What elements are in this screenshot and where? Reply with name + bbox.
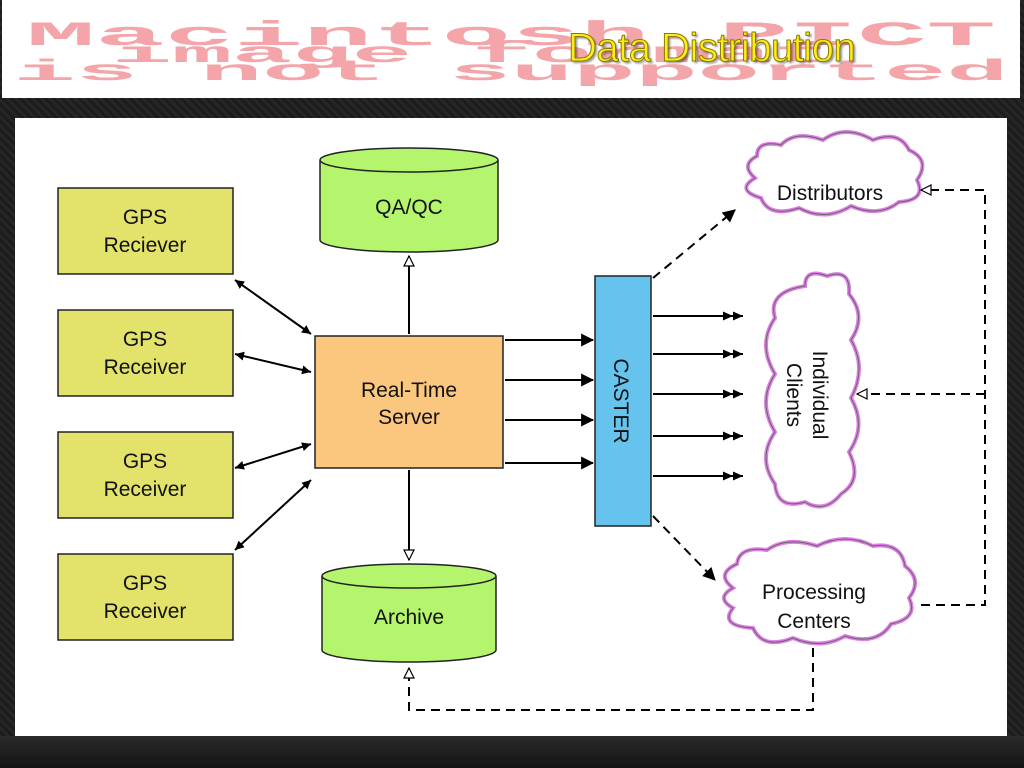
gps-receiver-3: GPS Receiver bbox=[57, 431, 234, 519]
clients-label-line-1: Individual bbox=[808, 351, 831, 440]
gps-receiver-4: GPS Receiver bbox=[57, 553, 234, 641]
distributors-label: Distributors bbox=[777, 182, 883, 205]
slide-title: Data Distribution bbox=[567, 26, 856, 71]
link-receiver-1 bbox=[234, 279, 312, 335]
receiver-server-links bbox=[234, 279, 312, 551]
gps-receiver-1-line-2: Reciever bbox=[104, 234, 187, 257]
caster-to-processing-link bbox=[652, 515, 716, 581]
gps-receiver-4-line-2: Receiver bbox=[104, 600, 187, 623]
header-panel: Macintosh PICT image format is not suppo… bbox=[2, 0, 1020, 98]
server-label-line-2: Server bbox=[378, 406, 440, 429]
data-distribution-diagram: GPS Reciever GPS Receiver GPS Receiver G… bbox=[57, 130, 986, 711]
distributors-cloud: Distributors bbox=[744, 130, 925, 217]
archive-database: Archive bbox=[321, 563, 497, 663]
gps-receiver-1: GPS Reciever bbox=[57, 187, 234, 275]
caster: CASTER bbox=[594, 275, 652, 527]
gps-receiver-2: GPS Receiver bbox=[57, 309, 234, 397]
gps-receiver-2-line-2: Receiver bbox=[104, 356, 187, 379]
pict-placeholder-line-1: Macintosh PICT bbox=[26, 18, 996, 56]
real-time-server: Real-Time Server bbox=[314, 335, 504, 469]
processing-label-line-2: Centers bbox=[777, 610, 851, 633]
pict-placeholder-line-2: image format bbox=[112, 38, 832, 72]
processing-centers-cloud: Processing Centers bbox=[722, 537, 917, 646]
gps-receiver-4-line-1: GPS bbox=[123, 572, 167, 595]
gps-receiver-2-line-1: GPS bbox=[123, 328, 167, 351]
pict-placeholder-line-3: is not supported bbox=[14, 56, 1009, 90]
link-receiver-2 bbox=[234, 351, 312, 375]
link-receiver-4 bbox=[234, 479, 312, 551]
link-receiver-3 bbox=[234, 442, 312, 470]
caster-label: CASTER bbox=[609, 358, 632, 443]
pict-placeholder-image: Macintosh PICT image format is not suppo… bbox=[14, 18, 1009, 90]
processing-label-line-1: Processing bbox=[762, 581, 866, 604]
qaqc-database: QA/QC bbox=[319, 147, 499, 253]
processing-to-archive-link bbox=[409, 648, 814, 711]
clients-label-line-2: Clients bbox=[782, 363, 805, 427]
server-caster-links bbox=[505, 333, 595, 470]
gps-receiver-3-line-2: Receiver bbox=[104, 478, 187, 501]
archive-label: Archive bbox=[374, 606, 444, 629]
individual-clients-cloud: Individual Clients bbox=[764, 271, 861, 509]
qaqc-label: QA/QC bbox=[375, 196, 443, 219]
server-label-line-1: Real-Time bbox=[361, 379, 457, 402]
footer-bar bbox=[0, 736, 1024, 768]
caster-to-distributors-link bbox=[652, 209, 736, 279]
processing-feedback-link bbox=[921, 190, 986, 606]
caster-client-links bbox=[653, 311, 743, 481]
dashed-links bbox=[409, 190, 986, 711]
diagram-panel: GPS Reciever GPS Receiver GPS Receiver G… bbox=[15, 118, 1007, 736]
gps-receiver-3-line-1: GPS bbox=[123, 450, 167, 473]
gps-receiver-1-line-1: GPS bbox=[123, 206, 167, 229]
